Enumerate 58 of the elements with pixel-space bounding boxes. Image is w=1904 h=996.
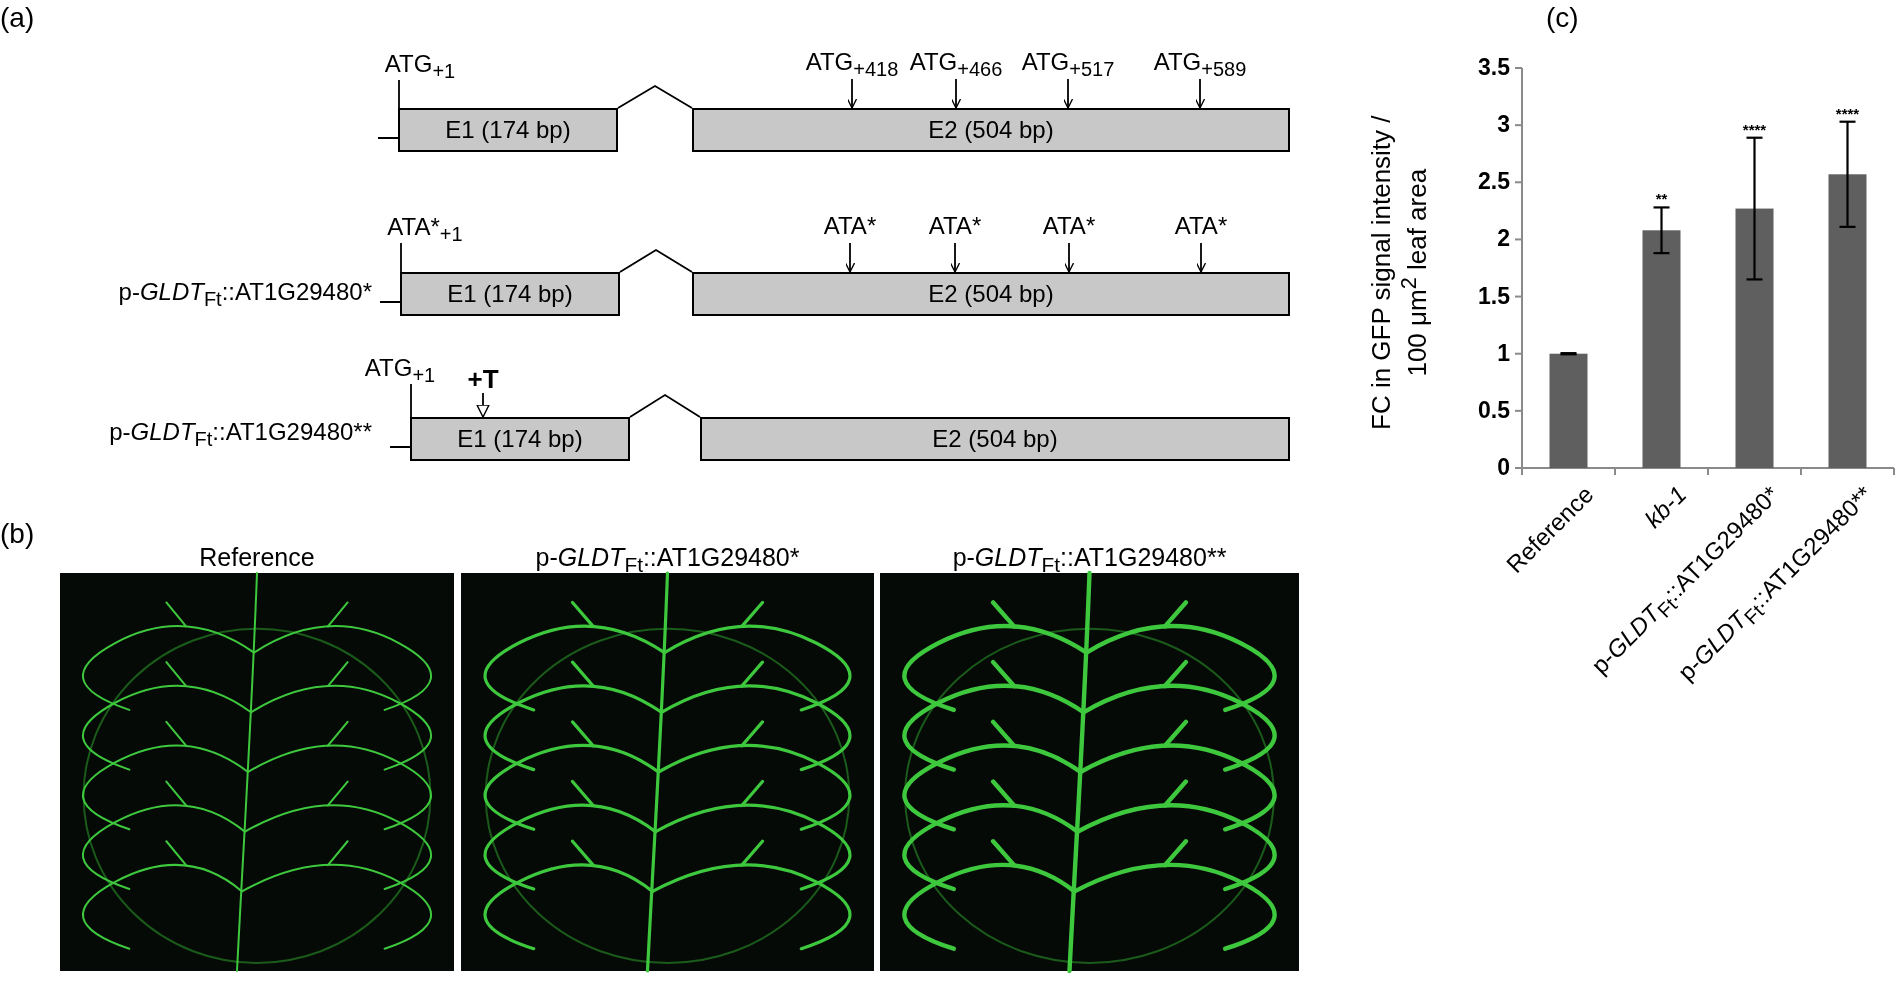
tick-label: 3.5 <box>1478 56 1510 79</box>
exon-label: E2 (504 bp) <box>928 118 1054 142</box>
intron-line <box>617 84 693 109</box>
arrow <box>1062 78 1074 109</box>
construct-label: p-GLDT$_{Ft}$::AT1G29480* <box>118 280 372 309</box>
codon-label: ATA* <box>1166 214 1236 242</box>
start-site-line <box>410 383 412 418</box>
codon-label: ATA* <box>1034 214 1104 242</box>
exon-box <box>692 108 1290 152</box>
arrow <box>844 242 856 273</box>
photo-title: p-GLDT$_{Ft}$::AT1G29480** <box>951 545 1228 573</box>
exon-box <box>410 417 630 461</box>
codon-label: +T <box>460 366 506 392</box>
arrow <box>949 242 961 273</box>
intron-line <box>629 393 701 418</box>
codon-label: ATG$_{+466}$ <box>906 50 1006 78</box>
arrow <box>846 78 858 109</box>
codon-label: ATG$_{+418}$ <box>802 50 902 78</box>
codon-label: ATG$_{+1}$ <box>380 52 460 80</box>
codon-label: ATA* <box>920 214 990 242</box>
codon-label: ATA* <box>815 214 885 242</box>
photo-title: p-GLDT$_{Ft}$::AT1G29480* <box>534 545 801 573</box>
photo-title: Reference <box>198 545 316 573</box>
exon-box <box>700 417 1290 461</box>
panel-label: (a) <box>0 4 35 32</box>
arrow <box>1194 78 1206 109</box>
tick-label: 2.5 <box>1478 170 1510 194</box>
start-site-line <box>400 242 402 273</box>
codon-label: ATG$_{+517}$ <box>1018 50 1118 78</box>
tick-label: 1.5 <box>1478 284 1510 308</box>
significance-mark: **** <box>1834 105 1861 121</box>
tick-label: 2 <box>1497 227 1510 251</box>
exon-label: E2 (504 bp) <box>932 427 1058 451</box>
panel-label: (c) <box>1546 4 1579 32</box>
tick-label: 0 <box>1497 456 1510 479</box>
exon-label: E2 (504 bp) <box>928 282 1054 306</box>
exon-label: E1 (174 bp) <box>457 427 583 451</box>
tick-label: 3 <box>1497 113 1510 137</box>
start-site-line <box>398 79 400 109</box>
exon-box <box>398 108 618 152</box>
arrow <box>1063 242 1075 273</box>
exon-label: E1 (174 bp) <box>447 282 573 306</box>
exon-label: E1 (174 bp) <box>445 118 571 142</box>
codon-label: ATA*$_{+1}$ <box>380 215 470 243</box>
codon-label: ATG$_{+1}$ <box>350 356 450 384</box>
arrow <box>476 392 490 418</box>
exon-box <box>692 272 1290 316</box>
exon-box <box>400 272 620 316</box>
tick-label: 0.5 <box>1478 398 1510 422</box>
significance-mark: **** <box>1741 121 1768 137</box>
arrow <box>950 78 962 109</box>
significance-mark: ** <box>1654 191 1669 207</box>
codon-label: ATG$_{+589}$ <box>1150 50 1250 78</box>
intron-line <box>619 248 693 273</box>
tick-label: 1 <box>1497 341 1510 365</box>
arrow <box>1195 242 1207 273</box>
construct-label: p-GLDT$_{Ft}$::AT1G29480** <box>109 420 372 449</box>
panel-label: (b) <box>0 520 35 548</box>
